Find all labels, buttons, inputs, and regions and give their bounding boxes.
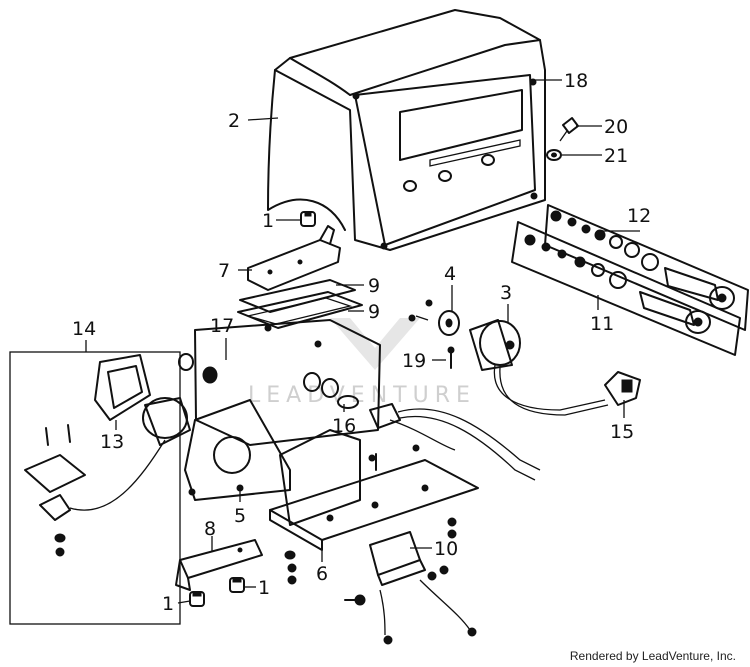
part-11-indicator-strip[interactable]: [511, 221, 741, 356]
part-13-lamp[interactable]: [24, 354, 191, 557]
callout-12[interactable]: 12: [627, 205, 651, 227]
callout-19[interactable]: 19: [402, 350, 426, 372]
part-2-hood[interactable]: [267, 9, 546, 251]
callout-9-lower[interactable]: 9: [368, 301, 380, 323]
callout-15[interactable]: 15: [610, 421, 634, 443]
part-3-hour-meter[interactable]: [469, 319, 609, 416]
callout-21[interactable]: 21: [604, 145, 628, 167]
callout-18[interactable]: 18: [564, 70, 588, 92]
callout-7[interactable]: 7: [218, 260, 230, 282]
callout-2[interactable]: 2: [228, 110, 240, 132]
callout-14[interactable]: 14: [72, 318, 96, 340]
callouts: 2 18 20 21 1 12 7 9 9 4 3 11 14 17 19 15…: [72, 70, 651, 615]
callout-1-bottom-right[interactable]: 1: [258, 577, 270, 599]
callout-17[interactable]: 17: [210, 315, 234, 337]
callout-1-bottom-left[interactable]: 1: [162, 593, 174, 615]
part-1-grommet-bottom-left[interactable]: [189, 591, 205, 607]
part-6-base-bracket[interactable]: [269, 429, 479, 551]
hardware-stack: [284, 517, 457, 585]
callout-20[interactable]: 20: [604, 116, 628, 138]
part-16-harness[interactable]: [337, 395, 541, 481]
part-1-grommet-bottom-right[interactable]: [229, 577, 245, 593]
callout-6[interactable]: 6: [316, 563, 328, 585]
part-9-gasket-lower[interactable]: [237, 291, 363, 329]
part-10-relay[interactable]: [344, 531, 477, 645]
callout-11[interactable]: 11: [590, 313, 614, 335]
callout-1-top[interactable]: 1: [262, 210, 274, 232]
part-7-bracket[interactable]: [247, 225, 341, 291]
part-5-bracket-plate[interactable]: [184, 399, 291, 501]
part-4-knob[interactable]: [408, 299, 460, 336]
part-21-washer[interactable]: [546, 149, 562, 161]
callout-8[interactable]: 8: [204, 518, 216, 540]
part-8-bracket[interactable]: [175, 539, 263, 591]
part-15-connector[interactable]: [604, 371, 641, 406]
part-19-screw[interactable]: [447, 346, 455, 369]
part-20-screw[interactable]: [559, 117, 579, 142]
callout-3[interactable]: 3: [500, 282, 512, 304]
leader-lines: [85, 79, 640, 604]
callout-4[interactable]: 4: [444, 263, 456, 285]
part-14-lamp-assembly-frame: [9, 351, 181, 625]
part-12-indicator-strip[interactable]: [544, 204, 749, 331]
callout-13[interactable]: 13: [100, 431, 124, 453]
callout-9-upper[interactable]: 9: [368, 275, 380, 297]
footer-credit: Rendered by LeadVenture, Inc.: [569, 649, 736, 663]
callout-10[interactable]: 10: [434, 538, 458, 560]
callout-5[interactable]: 5: [234, 505, 246, 527]
part-1-grommet-top[interactable]: [300, 211, 316, 227]
callout-16[interactable]: 16: [332, 415, 356, 437]
watermark-text: LEADVENTURE: [248, 383, 476, 408]
